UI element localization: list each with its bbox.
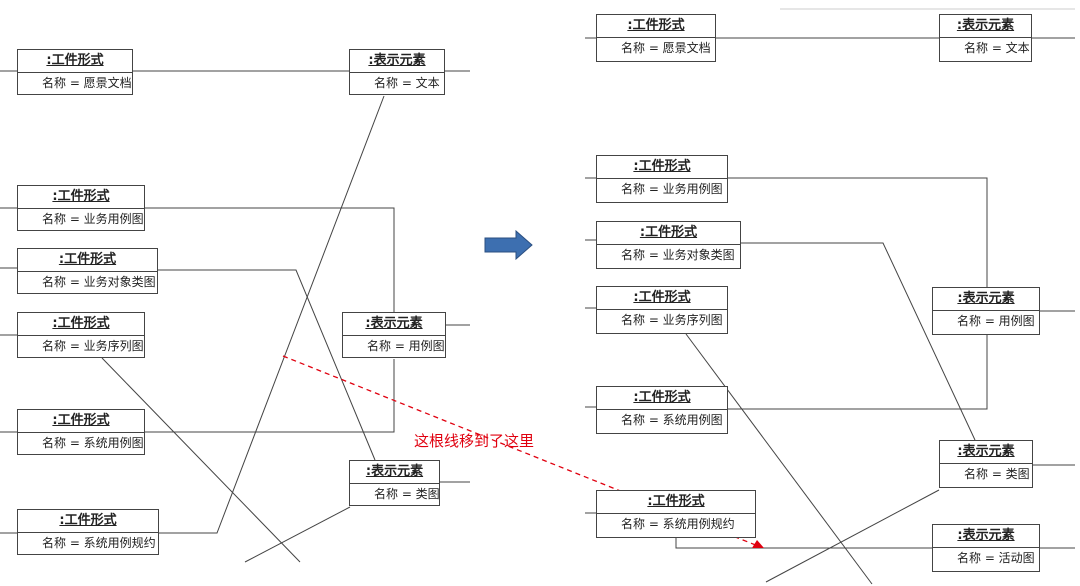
- object-title: :工件形式: [52, 189, 110, 204]
- object-attribute: 名称 = 业务用例图: [621, 182, 723, 196]
- object-title: :工件形式: [59, 513, 117, 528]
- artifact-business-class-diagram: :工件形式 名称 = 业务对象类图: [596, 221, 741, 269]
- connector: [244, 506, 351, 563]
- object-title: :表示元素: [368, 53, 426, 68]
- artifact-business-usecase-diagram: :工件形式 名称 = 业务用例图: [17, 185, 145, 231]
- object-attribute: 名称 = 系统用例图: [621, 413, 723, 427]
- artifact-system-usecase-diagram: :工件形式 名称 = 系统用例图: [17, 409, 145, 455]
- element-class-diagram: :表示元素 名称 = 类图: [939, 440, 1033, 488]
- object-title: :工件形式: [639, 225, 698, 240]
- object-attribute: 名称 = 愿景文档: [42, 76, 132, 90]
- object-title: :工件形式: [627, 18, 685, 33]
- object-attribute: 名称 = 愿景文档: [621, 41, 711, 55]
- object-attribute: 名称 = 用例图: [957, 314, 1035, 328]
- object-attribute: 名称 = 类图: [374, 487, 440, 501]
- connector: [741, 242, 976, 441]
- connector: [765, 489, 940, 583]
- artifact-business-usecase-diagram: :工件形式 名称 = 业务用例图: [596, 155, 728, 203]
- object-title: :工件形式: [633, 290, 691, 305]
- object-title: :表示元素: [957, 444, 1015, 459]
- connector: [157, 269, 376, 461]
- object-attribute: 名称 = 业务对象类图: [42, 275, 156, 289]
- element-class-diagram: :表示元素 名称 = 类图: [349, 460, 440, 506]
- connector: [158, 95, 385, 534]
- object-title: :表示元素: [365, 316, 423, 331]
- object-attribute: 名称 = 系统用例规约: [621, 517, 735, 531]
- transform-arrow-icon: [484, 230, 533, 260]
- object-attribute: 名称 = 业务对象类图: [621, 248, 735, 262]
- artifact-business-sequence-diagram: :工件形式 名称 = 业务序列图: [17, 312, 145, 358]
- element-usecase-diagram: :表示元素 名称 = 用例图: [342, 312, 446, 358]
- object-attribute: 名称 = 活动图: [957, 551, 1035, 565]
- object-title: :工件形式: [633, 159, 691, 174]
- object-attribute: 名称 = 用例图: [367, 339, 445, 353]
- object-title: :工件形式: [46, 53, 104, 68]
- annotation-text: 这根线移到了这里: [414, 432, 535, 450]
- connector: [145, 359, 395, 433]
- object-title: :工件形式: [633, 390, 691, 405]
- object-attribute: 名称 = 系统用例图: [42, 436, 144, 450]
- object-title: :表示元素: [956, 18, 1015, 33]
- element-usecase-diagram: :表示元素 名称 = 用例图: [932, 287, 1040, 335]
- object-attribute: 名称 = 业务用例图: [42, 212, 144, 226]
- object-title: :表示元素: [957, 291, 1015, 306]
- object-attribute: 名称 = 文本: [374, 76, 440, 90]
- element-activity-diagram: :表示元素 名称 = 活动图: [932, 524, 1040, 572]
- connector: [145, 207, 395, 312]
- element-text: :表示元素 名称 = 文本: [349, 49, 445, 95]
- connector: [728, 334, 988, 410]
- artifact-system-usecase-spec: :工件形式 名称 = 系统用例规约: [596, 490, 756, 538]
- artifact-system-usecase-diagram: :工件形式 名称 = 系统用例图: [596, 386, 728, 434]
- connector: [101, 357, 301, 563]
- object-attribute: 名称 = 文本: [964, 41, 1030, 55]
- artifact-system-usecase-spec: :工件形式 名称 = 系统用例规约: [17, 509, 159, 555]
- artifact-business-sequence-diagram: :工件形式 名称 = 业务序列图: [596, 286, 728, 334]
- object-title: :表示元素: [365, 464, 424, 479]
- connector: [675, 537, 932, 549]
- element-text: :表示元素 名称 = 文本: [939, 14, 1032, 62]
- object-attribute: 名称 = 类图: [964, 467, 1030, 481]
- object-attribute: 名称 = 业务序列图: [621, 313, 723, 327]
- object-title: :工件形式: [52, 413, 110, 428]
- object-title: :工件形式: [52, 316, 110, 331]
- artifact-vision-doc: :工件形式 名称 = 愿景文档: [17, 49, 133, 95]
- object-attribute: 名称 = 系统用例规约: [42, 536, 156, 550]
- artifact-vision-doc: :工件形式 名称 = 愿景文档: [596, 14, 716, 62]
- object-attribute: 名称 = 业务序列图: [42, 339, 144, 353]
- object-title: :表示元素: [957, 528, 1015, 543]
- object-title: :工件形式: [58, 252, 117, 267]
- annotation-arrowhead: [752, 540, 764, 548]
- connector: [728, 177, 988, 287]
- artifact-business-class-diagram: :工件形式 名称 = 业务对象类图: [17, 248, 158, 294]
- object-title: :工件形式: [647, 494, 705, 509]
- connector: [685, 333, 873, 585]
